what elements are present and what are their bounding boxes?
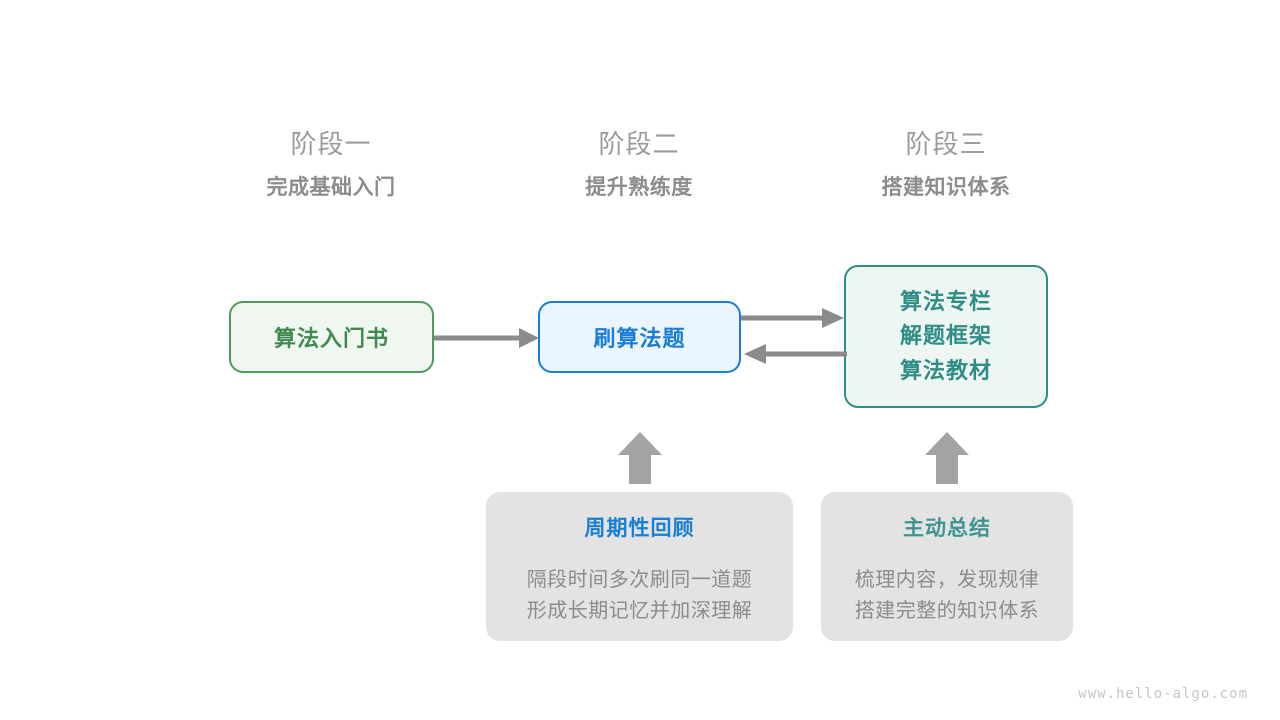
card-active-summary-body: 梳理内容，发现规律 搭建完整的知识体系 [855,565,1040,627]
card-periodic-review-body: 隔段时间多次刷同一道题 形成长期记忆并加深理解 [527,565,753,627]
watermark: www.hello-algo.com [1078,686,1248,702]
phase-title-1: 阶段一 [290,129,372,159]
arrow-review-up [618,432,662,484]
node-knowledge-system-line-1: 算法专栏 [899,289,992,315]
arrow-knowledge-to-practice [744,344,847,364]
node-practice-problems[interactable]: 刷算法题 [538,301,741,373]
card-periodic-review-body-line-1: 隔段时间多次刷同一道题 [526,569,753,591]
arrow-intro-to-practice [434,328,539,348]
phase-subtitle-3: 搭建知识体系 [881,176,1011,199]
node-knowledge-system-line-2: 解题框架 [899,323,992,349]
phase-column-2: 阶段二 提升熟练度 [509,131,769,198]
phase-title-2: 阶段二 [598,129,680,159]
card-active-summary[interactable]: 主动总结 梳理内容，发现规律 搭建完整的知识体系 [821,492,1073,641]
node-knowledge-system[interactable]: 算法专栏 解题框架 算法教材 [844,265,1048,408]
card-periodic-review[interactable]: 周期性回顾 隔段时间多次刷同一道题 形成长期记忆并加深理解 [486,492,793,641]
card-active-summary-body-line-2: 搭建完整的知识体系 [854,600,1040,622]
phase-subtitle-1: 完成基础入门 [266,176,396,199]
node-intro-book[interactable]: 算法入门书 [229,301,434,373]
card-periodic-review-body-line-2: 形成长期记忆并加深理解 [526,600,753,622]
node-intro-book-label: 算法入门书 [273,326,389,351]
card-periodic-review-title: 周期性回顾 [584,517,695,540]
card-active-summary-body-line-1: 梳理内容，发现规律 [854,569,1040,591]
arrow-practice-to-knowledge [741,308,844,328]
card-active-summary-title: 主动总结 [903,517,991,540]
phase-column-1: 阶段一 完成基础入门 [201,131,461,198]
phase-title-3: 阶段三 [905,129,987,159]
phase-subtitle-2: 提升熟练度 [585,176,693,199]
node-practice-problems-label: 刷算法题 [593,326,686,351]
arrow-summary-up [925,432,969,484]
node-knowledge-system-line-3: 算法教材 [899,357,992,383]
phase-column-3: 阶段三 搭建知识体系 [816,131,1076,198]
